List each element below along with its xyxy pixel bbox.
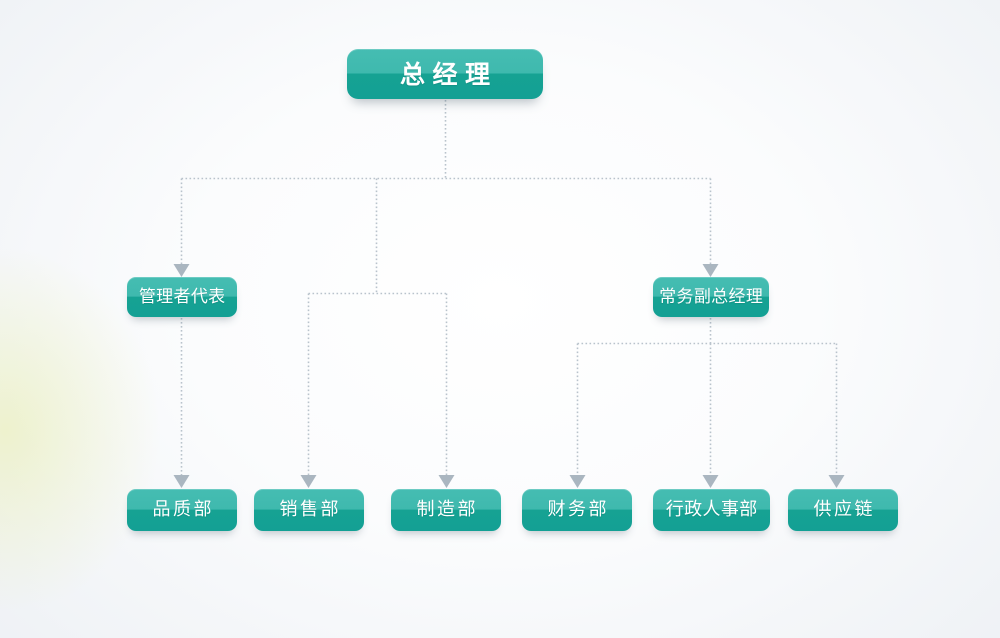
node-label-sales-department: 销售部	[279, 499, 342, 520]
node-supply-chain[interactable]: 供应链	[788, 489, 898, 531]
node-label-supply-chain: 供应链	[813, 499, 876, 520]
arrow-to-sales-department	[300, 475, 317, 488]
node-quality-department[interactable]: 品质部	[127, 489, 237, 531]
node-label-admin-hr-department: 行政人事部	[665, 499, 758, 520]
arrow-to-manufacturing-department	[438, 475, 455, 488]
node-label-finance-department: 财务部	[547, 499, 610, 520]
node-executive-deputy-gm[interactable]: 常务副总经理	[653, 277, 769, 317]
arrow-to-quality-department	[173, 475, 190, 488]
arrow-to-finance-department	[569, 475, 586, 488]
node-finance-department[interactable]: 财务部	[522, 489, 632, 531]
node-label-general-manager: 总经理	[399, 59, 498, 89]
node-general-manager[interactable]: 总经理	[347, 49, 543, 99]
arrow-to-admin-hr-department	[702, 475, 719, 488]
node-label-executive-deputy-gm: 常务副总经理	[659, 286, 764, 307]
node-label-quality-department: 品质部	[152, 499, 215, 520]
arrow-to-management-representative	[173, 264, 190, 277]
node-admin-hr-department[interactable]: 行政人事部	[653, 489, 770, 531]
arrow-to-supply-chain	[828, 475, 845, 488]
node-sales-department[interactable]: 销售部	[254, 489, 364, 531]
node-manufacturing-department[interactable]: 制造部	[391, 489, 501, 531]
arrow-to-executive-deputy-gm	[702, 264, 719, 277]
node-management-representative[interactable]: 管理者代表	[127, 277, 237, 317]
node-label-manufacturing-department: 制造部	[416, 499, 479, 520]
node-label-management-representative: 管理者代表	[138, 286, 226, 307]
